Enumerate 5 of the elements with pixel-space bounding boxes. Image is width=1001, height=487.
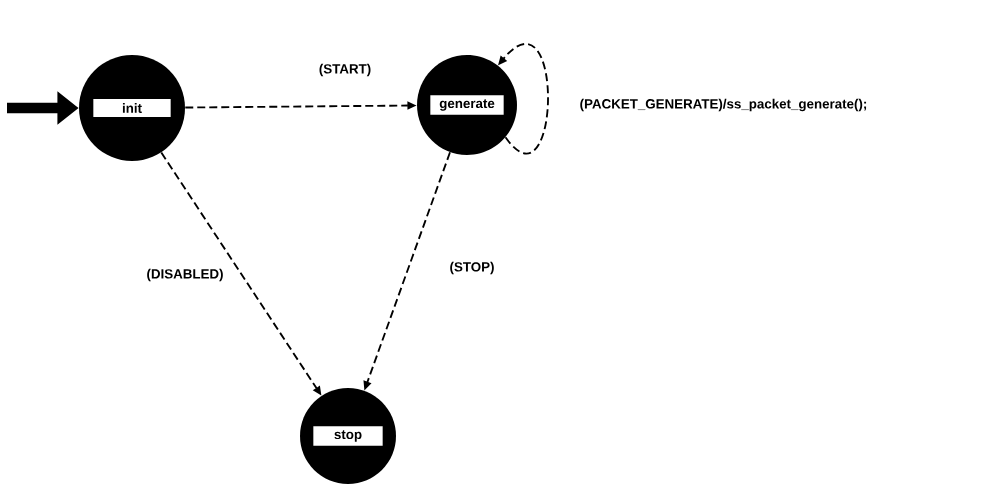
edge-label: (START) <box>319 63 371 77</box>
self-loop-arrow <box>498 43 549 155</box>
edge-label: (DISABLED) <box>147 268 223 282</box>
edge-label: (PACKET_GENERATE)/ss_packet_generate(); <box>580 98 867 112</box>
edge-label: (STOP) <box>450 261 494 275</box>
